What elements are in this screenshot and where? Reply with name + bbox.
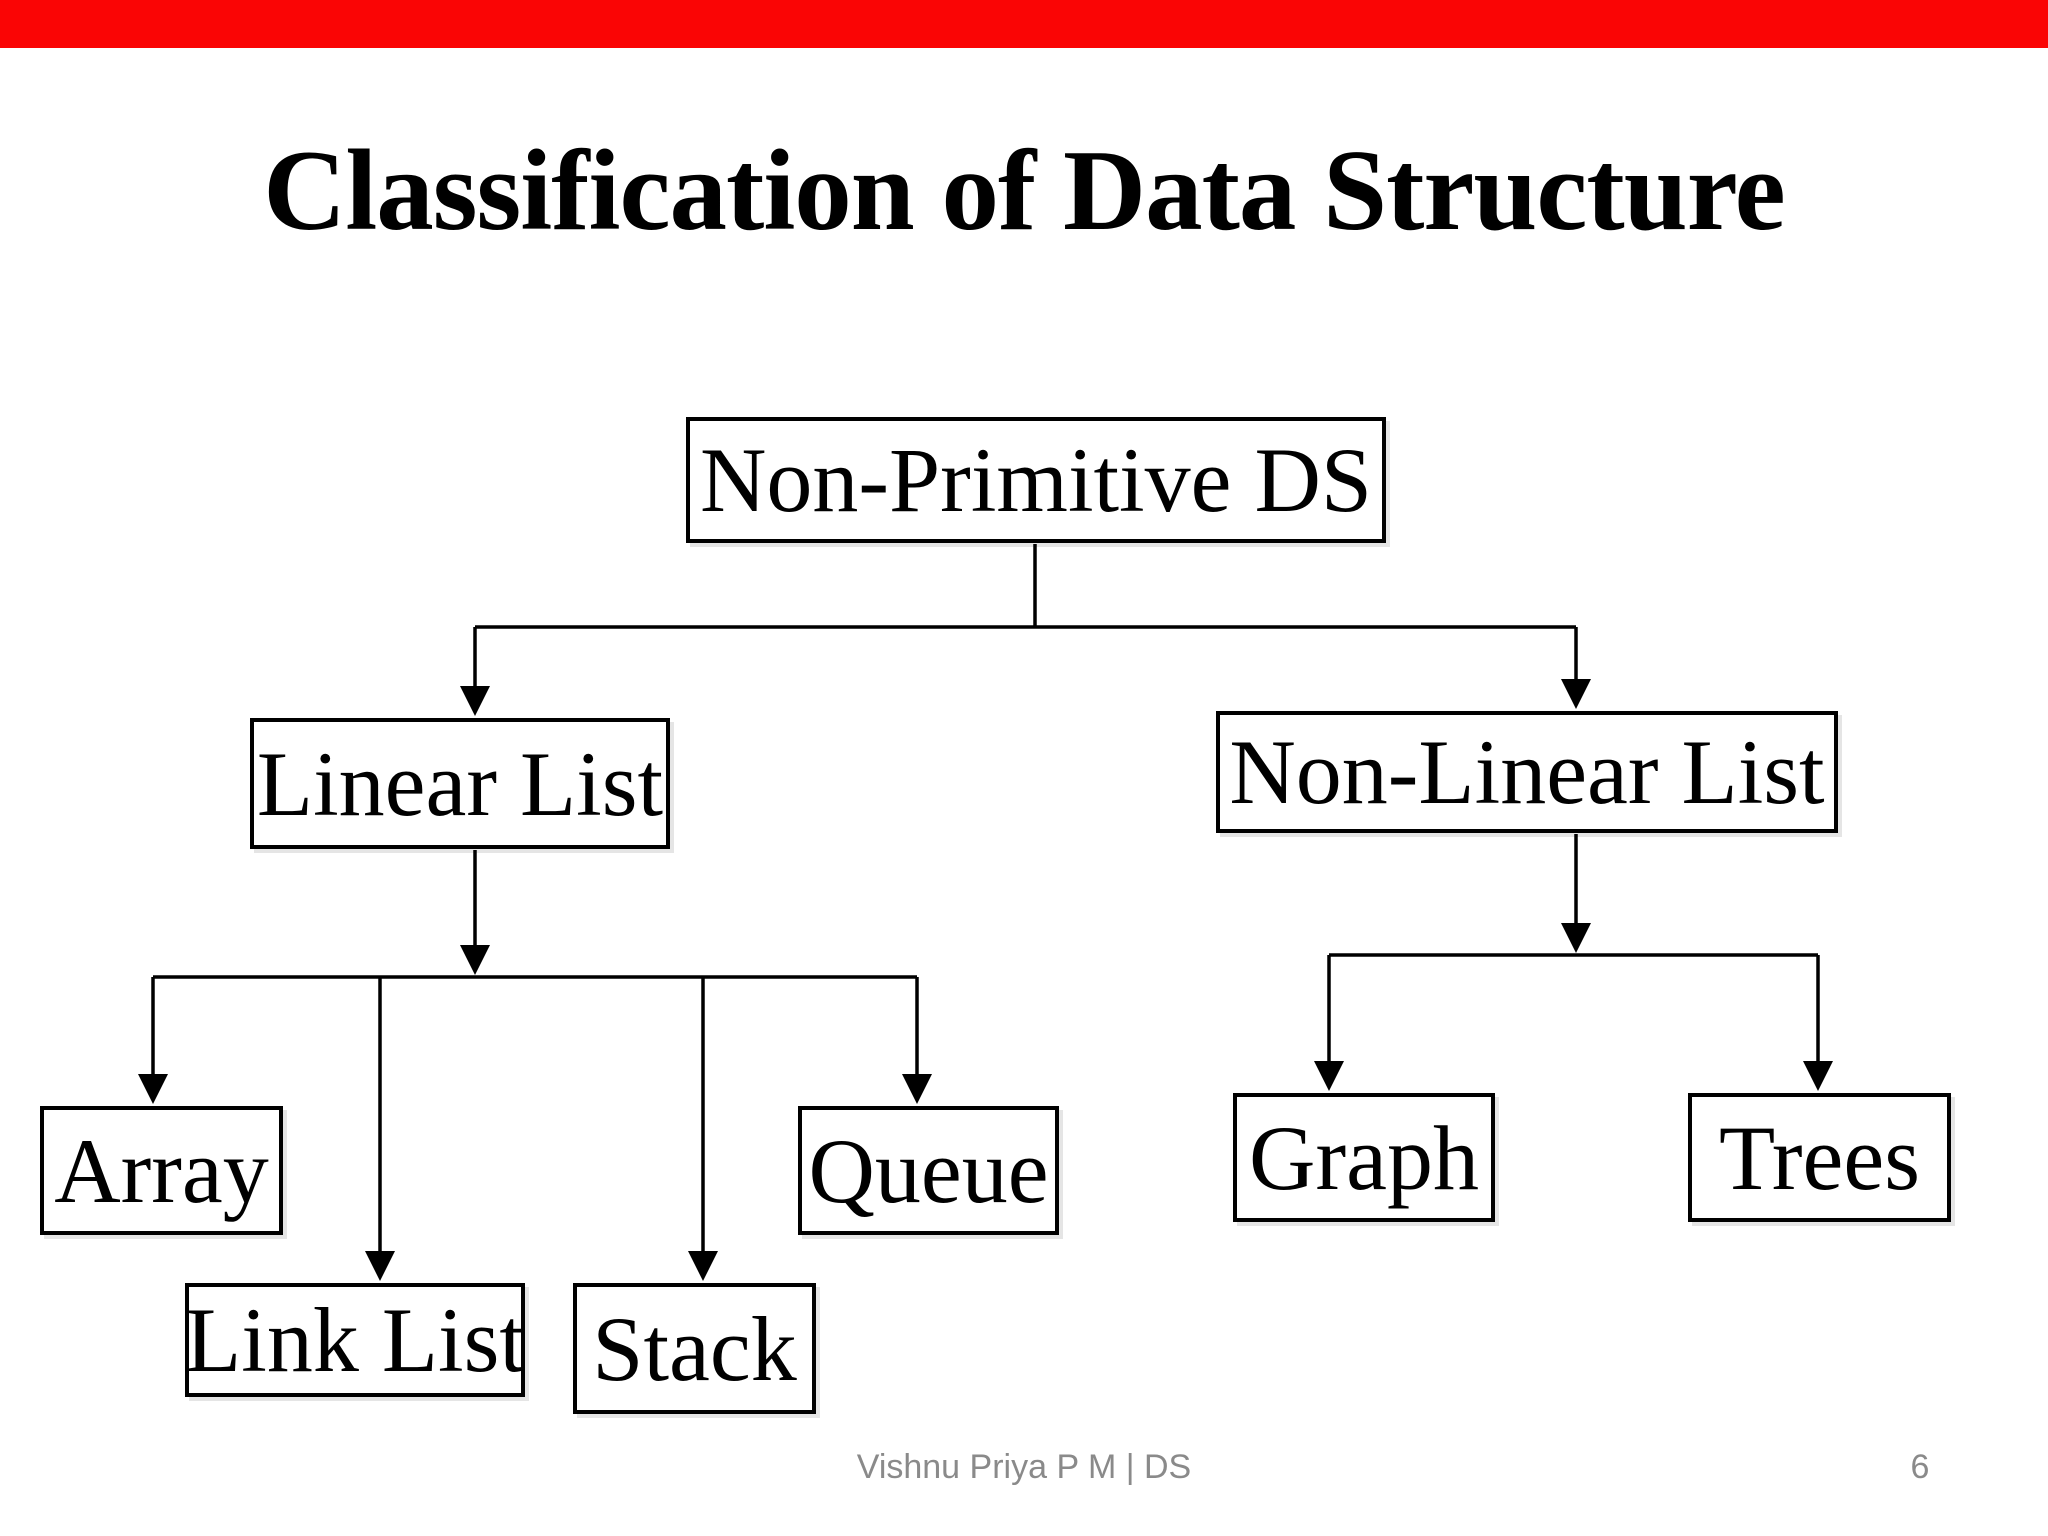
node-graph: Graph [1233, 1093, 1495, 1222]
footer-author: Vishnu Priya P M | DS [856, 1448, 1192, 1486]
node-trees: Trees [1688, 1093, 1951, 1222]
node-non-linear-list: Non-Linear List [1216, 711, 1838, 833]
node-label: Queue [808, 1119, 1049, 1222]
node-label: Graph [1249, 1106, 1479, 1209]
node-queue: Queue [798, 1106, 1059, 1235]
node-label: Array [54, 1119, 269, 1222]
top-accent-bar [0, 0, 2048, 48]
node-linear-list: Linear List [250, 718, 670, 849]
connector-lines [151, 544, 1820, 1255]
node-label: Non-Linear List [1229, 721, 1825, 823]
footer-page-number: 6 [1910, 1448, 1930, 1486]
node-label: Non-Primitive DS [699, 429, 1373, 531]
node-label: Link List [185, 1289, 525, 1391]
node-link-list: Link List [185, 1283, 525, 1397]
node-label: Stack [592, 1297, 797, 1400]
node-label: Trees [1718, 1106, 1921, 1209]
node-label: Linear List [256, 732, 664, 835]
node-array: Array [40, 1106, 283, 1235]
node-stack: Stack [573, 1283, 816, 1414]
node-non-primitive-ds: Non-Primitive DS [686, 417, 1386, 543]
arrowheads [138, 679, 1833, 1281]
slide-title: Classification of Data Structure [263, 127, 1785, 254]
